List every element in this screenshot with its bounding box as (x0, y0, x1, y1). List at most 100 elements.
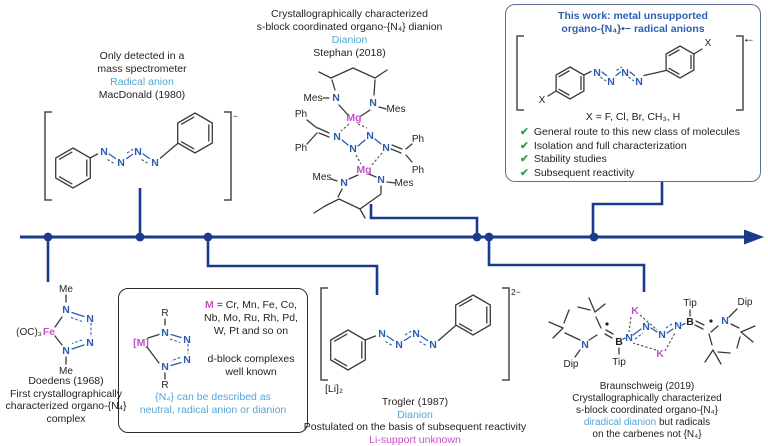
mes-label: Mes (313, 172, 332, 183)
n-atom: N (86, 337, 94, 349)
ph-label: Ph (295, 143, 307, 154)
n4-chain: N N N N (333, 130, 390, 155)
charge-label: − (233, 111, 238, 121)
doedens-attribution: Doedens (1968) (2, 375, 130, 388)
braunschweig-structure: N Dip B Tip N N N N K K B Tip N Dip (527, 288, 767, 386)
phenyl-ring-left (331, 330, 366, 370)
mg-atom: Mg (346, 112, 361, 124)
macdonald-highlight: Radical anion (57, 76, 227, 89)
n-atom: N (378, 328, 386, 340)
x-substituent: X (539, 95, 546, 106)
charge-label: 2− (511, 287, 521, 297)
n-atom: N (366, 130, 374, 142)
braunschweig-line4: diradical dianion but radicals (528, 417, 766, 429)
tip-label: Tip (612, 357, 626, 368)
n-atom: N (581, 339, 589, 351)
aryl-ring-right (666, 46, 702, 78)
m-legend: M = Cr, Mn, Fe, Co, Nb, Mo, Ru, Rh, Pd, … (195, 299, 307, 338)
dblock-note-line2: well known (195, 366, 307, 379)
mes-label: Mes (387, 104, 406, 115)
n-atom: N (377, 174, 385, 186)
bracket-right (224, 112, 231, 200)
stephan-highlight: Dianion (252, 34, 447, 47)
me-label: Me (59, 284, 73, 295)
m-symbol: M (205, 299, 214, 311)
n-atom: N (151, 157, 159, 169)
timeline-dot-2019 (485, 233, 494, 242)
b-atom: B (615, 336, 623, 348)
bracket-right (736, 36, 743, 110)
m-legend-line1: M = Cr, Mn, Fe, Co, (195, 299, 307, 312)
n-atom: N (340, 177, 348, 189)
n-atom: N (183, 334, 191, 346)
doedens-line4: complex (2, 413, 130, 426)
bracket-right (502, 288, 509, 380)
check-icon: ✔ (520, 126, 529, 140)
caac-ring-left (549, 298, 605, 357)
n-atom: N (429, 339, 437, 351)
n-atom: N (161, 327, 169, 339)
doedens-line2: First crystallographically (2, 388, 130, 401)
checklist-text: Stability studies (534, 153, 607, 167)
trogler-line3: Postulated on the basis of subsequent re… (262, 421, 568, 434)
checklist-item: ✔ Isolation and full characterization (520, 140, 740, 154)
trogler-attribution: Trogler (1987) (262, 396, 568, 409)
braunschweig-line4-rest: but radicals (656, 417, 710, 428)
nacnac-bottom: N Mes N Mes (313, 172, 414, 218)
dblock-note: d-block complexes well known (195, 353, 307, 379)
r-label: R (161, 308, 168, 319)
this-work-box: This work: metal unsupported organo-{N₄}… (505, 4, 761, 182)
caac-ring-right (705, 309, 755, 364)
n-atom: N (86, 313, 94, 325)
m-eq: = Cr, Mn, Fe, Co, (214, 299, 297, 311)
checklist-text: Subsequent reactivity (534, 167, 634, 181)
check-icon: ✔ (520, 167, 529, 181)
braunschweig-attribution: Braunschweig (2019) (528, 381, 766, 393)
bracket-left (517, 36, 524, 110)
stephan-line1: Crystallographically characterized (252, 8, 447, 21)
n-atom: N (674, 320, 682, 332)
braunschweig-line5: on the carbenes not {N₄} (528, 429, 766, 441)
n-atom: N (349, 143, 357, 155)
macdonald-caption: Only detected in a mass spectrometer Rad… (57, 50, 227, 102)
timeline-dot-2018 (473, 233, 482, 242)
n-atom: N (117, 157, 125, 169)
x-legend: X = F, Cl, Br, CH₃, H (506, 111, 760, 124)
li2-label: [Li]₂ (325, 383, 343, 395)
macdonald-structure: − N N N N (36, 106, 241, 206)
check-icon: ✔ (520, 153, 529, 167)
n-atom: N (593, 67, 601, 79)
braunschweig-line3: s-block coordinated organo-{N₄} (528, 405, 766, 417)
tetrazadiene-chain: N N N N (365, 326, 455, 352)
ph-label: Ph (412, 165, 424, 176)
bracket-left (45, 112, 52, 200)
n-atom: N (62, 304, 70, 316)
oc3-label: (OC)₃ (16, 327, 42, 338)
macdonald-line2: mass spectrometer (57, 63, 227, 76)
n-atom: N (62, 345, 70, 357)
timeline-arrowhead (744, 230, 764, 245)
n-atom: N (382, 142, 390, 154)
n-atom: N (607, 76, 615, 88)
stephan-line2: s-block coordinated organo-{N₄} dianion (252, 21, 447, 34)
n-atom: N (332, 92, 340, 104)
mes-label: Mes (395, 178, 414, 189)
k-atom: K (656, 348, 664, 360)
trogler-structure: 2− [Li]₂ N N N N (310, 280, 522, 395)
n-atom: N (333, 131, 341, 143)
this-work-checklist: ✔ General route to this new class of mol… (520, 126, 740, 180)
trogler-highlight: Dianion (262, 409, 568, 422)
tip-label: Tip (683, 298, 697, 309)
timeline-dot-1968 (44, 233, 53, 242)
imine-right: Ph Ph (391, 134, 424, 176)
mes-label: Mes (304, 93, 323, 104)
connector-thiswork (593, 182, 662, 237)
radical-dot (605, 322, 608, 325)
r-label: R (161, 380, 168, 391)
check-icon: ✔ (520, 140, 529, 154)
n-atom: N (658, 329, 666, 341)
imine-left: Ph Ph (295, 109, 329, 154)
doedens-caption: Doedens (1968) First crystallographicall… (2, 375, 130, 425)
n-atom: N (642, 321, 650, 333)
